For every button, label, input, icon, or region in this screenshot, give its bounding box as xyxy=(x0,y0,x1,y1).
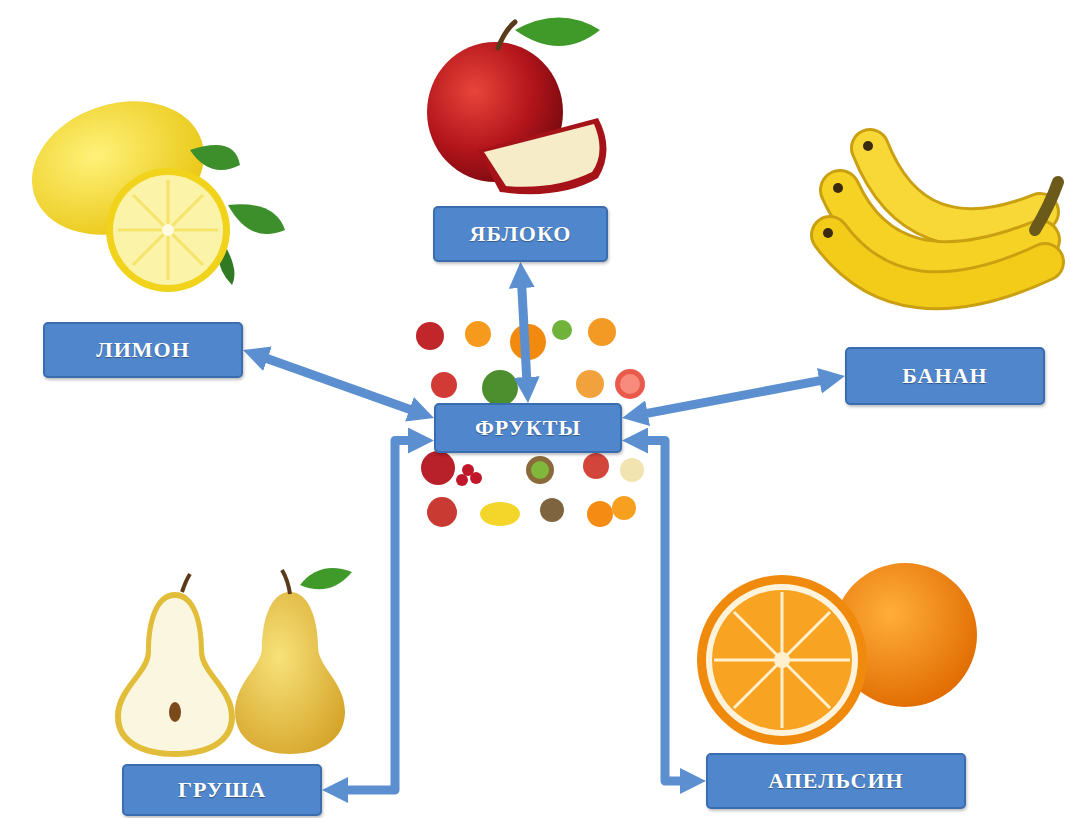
fruit-label: АПЕЛЬСИН xyxy=(768,768,903,794)
double-arrow xyxy=(521,274,527,391)
apple-picture xyxy=(427,18,607,195)
pear-picture xyxy=(115,568,352,757)
lemon-picture xyxy=(15,80,285,292)
fruit-label: ЯБЛОКО xyxy=(470,221,572,247)
double-arrow xyxy=(334,441,422,791)
label-box: ФРУКТЫ xyxy=(434,403,622,453)
fruit-label: ЛИМОН xyxy=(96,337,190,363)
fruit-label: ФРУКТЫ xyxy=(475,415,581,441)
fruit-label: ГРУША xyxy=(178,777,266,803)
fruit-collage xyxy=(416,318,645,527)
orange-picture xyxy=(697,563,977,745)
fruit-label: БАНАН xyxy=(902,363,987,389)
label-box: ГРУША xyxy=(122,764,322,816)
label-box: АПЕЛЬСИН xyxy=(706,753,966,809)
label-box: ЛИМОН xyxy=(43,322,243,378)
banana-picture xyxy=(823,141,1058,290)
label-box: ЯБЛОКО xyxy=(433,206,608,262)
double-arrow xyxy=(254,354,422,414)
double-arrow xyxy=(634,441,694,782)
label-box: БАНАН xyxy=(845,347,1045,405)
double-arrow xyxy=(634,378,833,416)
